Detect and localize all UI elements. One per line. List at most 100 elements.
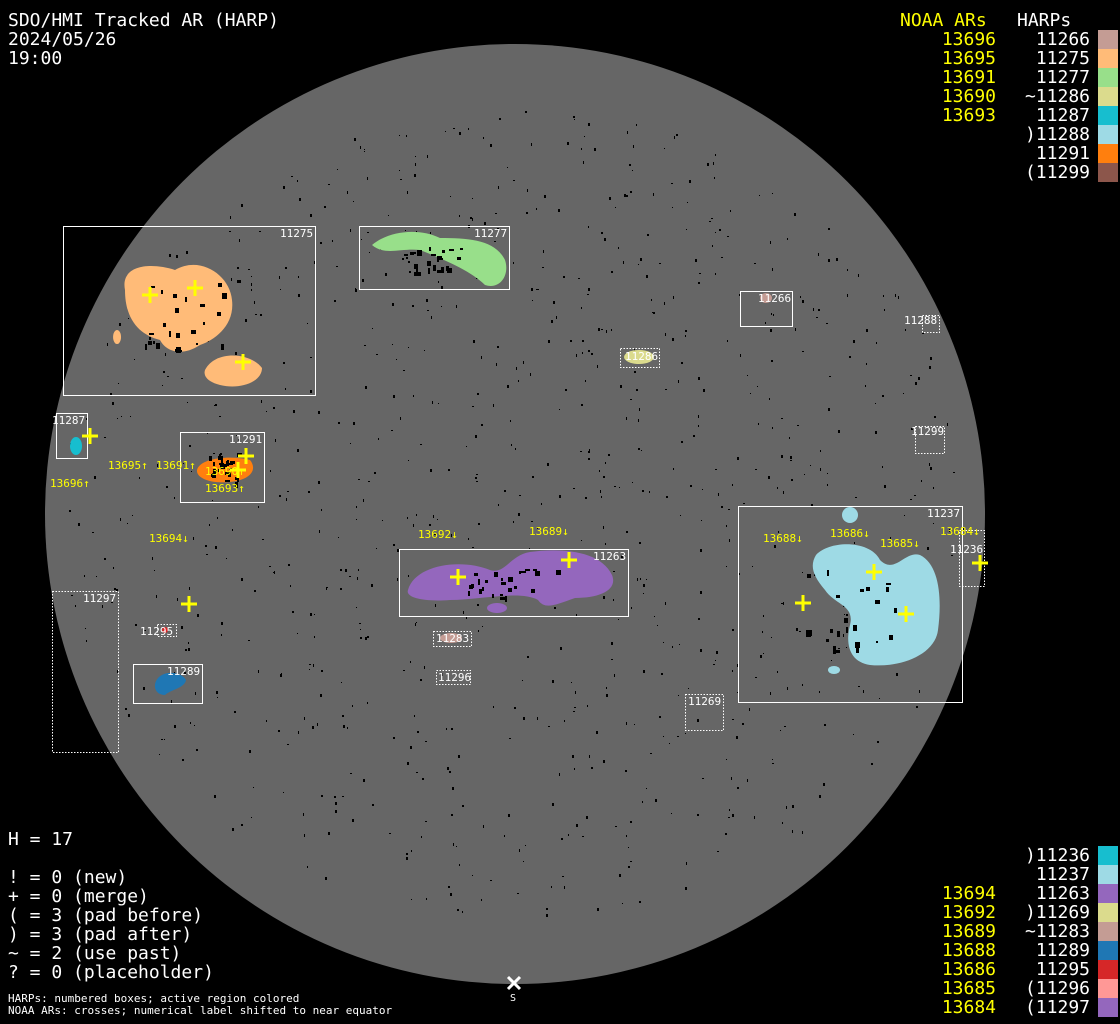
sunspot — [482, 587, 484, 591]
sunspot — [525, 569, 530, 571]
sunspot — [219, 454, 221, 457]
sunspot — [440, 258, 443, 260]
noaa-header: NOAA ARs — [900, 10, 987, 31]
sunspot — [417, 250, 422, 256]
noaa-cross-icon — [235, 354, 251, 370]
sunspot — [853, 625, 857, 631]
sunspot — [501, 582, 506, 585]
harp-label: 11297 — [83, 592, 116, 605]
sunspot — [886, 587, 889, 592]
sunspot — [433, 265, 436, 271]
legend-color-swatch — [1098, 30, 1118, 49]
legend-color-swatch — [1098, 87, 1118, 106]
sunspot — [173, 294, 177, 298]
sunspot — [446, 266, 449, 271]
harp-label: 11263 — [593, 550, 626, 563]
sunspot — [235, 482, 238, 488]
status-count-line: ? = 0 (placeholder) — [8, 962, 214, 983]
noaa-label: 13688↓ — [763, 532, 803, 545]
sunspot — [235, 477, 238, 480]
noaa-cross-icon — [866, 564, 882, 580]
sunspot — [416, 267, 418, 272]
magnetic-speckles — [69, 111, 964, 917]
sunspot — [431, 254, 436, 256]
legend-harp-id: 11277 — [1035, 67, 1090, 88]
sunspot — [500, 597, 505, 600]
harp-box-11291 — [180, 432, 265, 503]
active-region-11237 — [842, 507, 858, 523]
sunspot — [145, 344, 147, 350]
legend-harp-id: (11299 — [1024, 162, 1090, 183]
sunspot — [185, 297, 187, 302]
sunspot — [191, 330, 196, 334]
harp-label: 11275 — [280, 227, 313, 240]
legend-color-swatch — [1098, 144, 1118, 163]
noaa-cross-icon — [187, 280, 203, 296]
noaa-cross-icon — [142, 287, 158, 303]
sunspot — [230, 461, 235, 464]
harp-box-11297 — [52, 591, 119, 753]
sunspot — [479, 589, 482, 594]
legend-color-swatch — [1098, 922, 1118, 941]
noaa-cross-icon — [450, 569, 466, 585]
harp-label: 11295 — [140, 625, 173, 638]
sunspot — [408, 261, 410, 263]
sunspot — [213, 469, 217, 474]
active-region-11295 — [162, 627, 168, 633]
harp-box-11299 — [915, 426, 945, 454]
sunspot — [833, 646, 836, 651]
sunspot — [485, 580, 488, 583]
noaa-label: 13690↑ — [205, 465, 245, 478]
sunspot — [169, 331, 171, 337]
sunspot — [218, 456, 223, 460]
legend-harp-id: 11263 — [1035, 883, 1090, 904]
legend-noaa-id: 13685 — [941, 978, 996, 999]
status-count-line: ( = 3 (pad before) — [8, 905, 204, 926]
sunspot — [844, 618, 848, 623]
legend-harp-id: )11288 — [1024, 124, 1090, 145]
legend-color-swatch — [1098, 903, 1118, 922]
sunspot — [441, 267, 444, 273]
harp-label: 11289 — [167, 665, 200, 678]
time-label: 19:00 — [8, 48, 63, 69]
harp-label: 11287 — [52, 414, 85, 427]
active-region-11286 — [624, 350, 654, 364]
sunspot — [836, 595, 840, 598]
noaa-cross-icon — [561, 552, 577, 568]
harp-label: 11288 — [904, 314, 937, 327]
sunspot — [505, 596, 507, 602]
sunspot — [218, 469, 220, 472]
sunspot — [437, 256, 442, 260]
sunspot — [163, 323, 166, 327]
sunspot — [556, 570, 561, 575]
sunspot — [222, 293, 227, 299]
status-count-line: ) = 3 (pad after) — [8, 924, 193, 945]
active-region-11237 — [812, 544, 940, 666]
legend-noaa-id: 13693 — [941, 105, 996, 126]
sunspot — [404, 254, 408, 256]
sunspot — [203, 322, 205, 325]
sunspot — [414, 272, 419, 276]
legend-color-swatch — [1098, 979, 1118, 998]
legend-harp-id: )11269 — [1024, 902, 1090, 923]
sunspot — [837, 631, 840, 637]
sunspot — [428, 268, 430, 274]
status-count-line: + = 0 (merge) — [8, 886, 149, 907]
sunspot — [437, 270, 441, 273]
sunspot — [200, 304, 205, 307]
active-region-11287 — [70, 437, 82, 455]
legend-harp-id: 11275 — [1035, 48, 1090, 69]
sunspot — [457, 257, 461, 260]
active-region-11266 — [760, 293, 772, 303]
sunspot — [161, 290, 163, 294]
legend-color-swatch — [1098, 68, 1118, 87]
noaa-cross-icon — [181, 596, 197, 612]
harp-count: H = 17 — [8, 829, 74, 850]
sunspot — [508, 577, 513, 582]
sunspot — [149, 337, 151, 340]
sunspot — [176, 347, 181, 353]
sunspot — [218, 283, 222, 287]
sunspot — [221, 344, 224, 350]
sunspot — [209, 456, 212, 461]
